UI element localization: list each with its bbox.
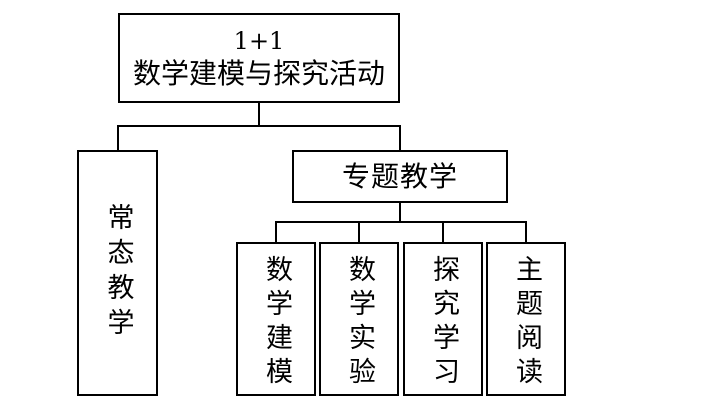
- node-label: 数学建模: [261, 255, 292, 391]
- node-routine-teaching: 常态教学: [77, 150, 158, 396]
- node-math-modeling: 数学建模: [236, 242, 316, 396]
- root-title-line1: 1+1: [233, 27, 285, 55]
- node-inquiry-learning: 探究学习: [403, 242, 483, 396]
- node-label: 主题阅读: [511, 255, 542, 391]
- root-node: 1+1 数学建模与探究活动: [118, 13, 400, 103]
- node-label: 数学实验: [344, 255, 375, 391]
- node-label: 探究学习: [428, 255, 459, 391]
- node-theme-reading: 主题阅读: [486, 242, 566, 396]
- node-label: 专题教学: [341, 159, 458, 193]
- root-title-line2: 数学建模与探究活动: [132, 57, 385, 90]
- node-math-experiment: 数学实验: [319, 242, 399, 396]
- node-label: 常态教学: [102, 203, 134, 343]
- node-topic-teaching: 专题教学: [292, 150, 508, 203]
